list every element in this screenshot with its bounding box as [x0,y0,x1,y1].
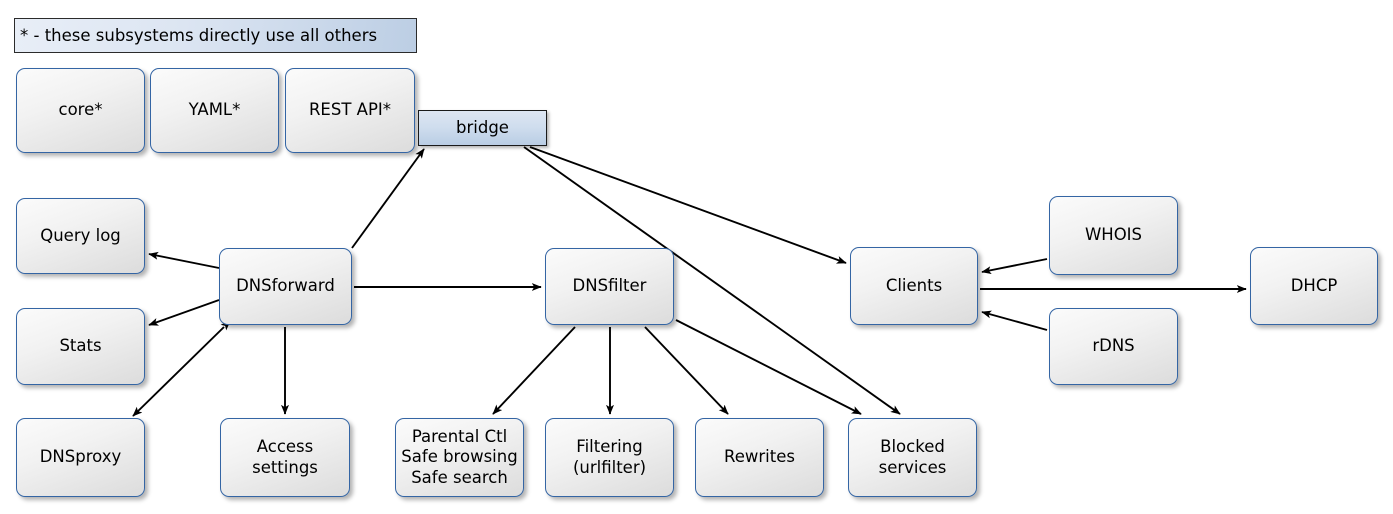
node-rdns[interactable]: rDNS [1049,308,1178,385]
edge-dnsfilter-to-parental [492,326,576,415]
node-dnsfilter[interactable]: DNSfilter [545,248,674,325]
edge-bridge-to-clients [529,146,847,264]
node-blocked[interactable]: Blocked services [848,418,977,497]
edge-dnsforward-to-stats [148,299,220,326]
node-dhcp[interactable]: DHCP [1250,247,1378,325]
legend-text: * - these subsystems directly use all ot… [20,26,378,45]
node-whois[interactable]: WHOIS [1049,196,1178,275]
node-bridge[interactable]: bridge [418,110,547,146]
node-parental[interactable]: Parental Ctl Safe browsing Safe search [395,418,524,497]
edge-dnsfilter-to-rewrites [644,326,729,415]
edge-whois-to-clients [981,258,1048,275]
legend-note: * - these subsystems directly use all ot… [14,18,417,53]
node-clients[interactable]: Clients [850,247,978,325]
edge-dnsfilter-to-blocked [675,319,862,415]
node-rewrites[interactable]: Rewrites [695,418,824,497]
node-stats[interactable]: Stats [16,308,145,385]
node-dnsforward[interactable]: DNSforward [219,248,352,325]
edge-dnsforward-to-dnsproxy [132,320,231,417]
edge-dnsforward-to-querylog [148,251,220,269]
node-core[interactable]: core* [16,68,145,153]
node-filtering[interactable]: Filtering (urlfilter) [545,418,674,497]
edge-rdns-to-clients [981,310,1048,331]
node-yaml[interactable]: YAML* [150,68,279,153]
edge-dnsforward-to-bridge [351,148,425,249]
node-access[interactable]: Access settings [220,418,350,497]
node-dnsproxy[interactable]: DNSproxy [16,418,145,497]
node-restapi[interactable]: REST API* [285,68,415,153]
node-querylog[interactable]: Query log [16,198,145,274]
